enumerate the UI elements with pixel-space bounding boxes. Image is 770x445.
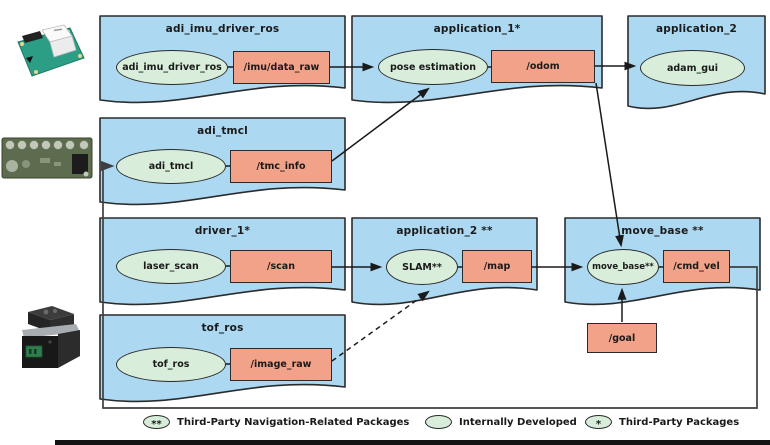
arrow-imageraw-to-slam [331, 290, 430, 362]
node-adi-imu-driver-ros: adi_imu_driver_ros [116, 50, 228, 85]
tof-camera-image [22, 306, 80, 368]
arrow-tmcinfo-to-pose [331, 87, 430, 162]
topic-tmc-info: /tmc_info [230, 150, 332, 183]
cmd-vel-feedback-line [100, 160, 758, 409]
legend-label: Third-Party Packages [619, 416, 740, 428]
package-title-application-2-gui: application_2 [655, 23, 738, 35]
topic-imu-data-raw: /imu/data_raw [233, 51, 330, 84]
topic-scan: /scan [230, 250, 332, 283]
node-move-base: move_base** [587, 249, 659, 285]
node-pose-estimation: pose estimation [378, 49, 488, 85]
node-slam: SLAM** [386, 249, 458, 285]
topic-cmd-vel: /cmd_vel [663, 250, 730, 283]
legend-ellipse-plain-icon [425, 415, 452, 429]
topic-odom: /odom [491, 50, 595, 83]
bottom-border-bar [55, 440, 770, 445]
tmc-board-image [1, 137, 93, 179]
legend-label: Third-Party Navigation-Related Packages [177, 416, 410, 428]
package-title-driver-1: driver_1* [194, 225, 251, 237]
node-adi-tmcl: adi_tmcl [116, 149, 226, 184]
topic-map: /map [462, 250, 532, 283]
topic-goal: /goal [587, 323, 657, 353]
package-title-application-1: application_1* [433, 23, 521, 35]
package-title-adi-imu-driver-ros: adi_imu_driver_ros [165, 23, 280, 35]
package-title-application-2-slam: application_2 ** [396, 225, 493, 237]
arrow-odom-to-movebase [595, 82, 624, 248]
node-tof-ros: tof_ros [116, 347, 226, 382]
topic-image-raw: /image_raw [230, 348, 332, 381]
legend-third-party-nav: ** Third-Party Navigation-Related Packag… [143, 414, 409, 430]
legend-label: Internally Developed [459, 416, 577, 428]
legend-ellipse-asterisk-icon: * [585, 415, 612, 430]
legend-ellipse-double-asterisk-icon: ** [143, 415, 170, 430]
connector-lines [226, 61, 663, 365]
node-laser-scan: laser_scan [116, 249, 226, 284]
legend-third-party-packages: * Third-Party Packages [585, 414, 739, 430]
node-adam-gui: adam_gui [640, 50, 745, 86]
legend-internally-developed: Internally Developed [425, 414, 577, 430]
package-title-adi-tmcl: adi_tmcl [197, 125, 248, 137]
imu-board-image [17, 24, 85, 77]
package-title-tof-ros: tof_ros [201, 322, 244, 334]
package-title-move-base: move_base ** [621, 225, 704, 237]
